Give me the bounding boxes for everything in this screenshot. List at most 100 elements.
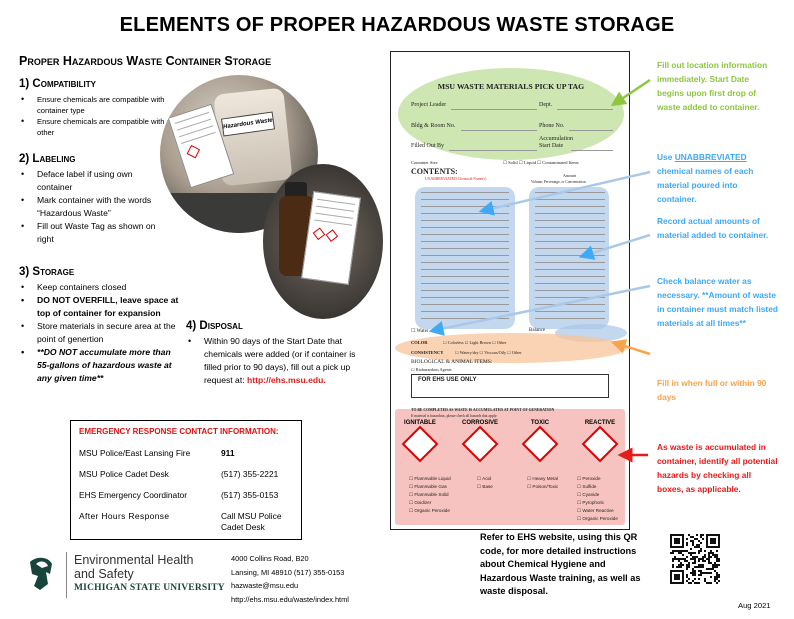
tag-field: Phone No. (539, 123, 565, 129)
tag-field: CONSISTENCY (411, 350, 444, 355)
storage-section: 3) Storage Keep containers closed DO NOT… (19, 266, 183, 385)
amount-row-line (535, 220, 605, 221)
amount-row-line (535, 227, 605, 228)
hazard-column: CORROSIVE (453, 420, 507, 463)
tag-highlights (395, 68, 627, 525)
amount-row-line (535, 318, 605, 319)
hazard-option[interactable]: ☐ Flammable Solid (409, 492, 449, 497)
annotation-names: Use UNABBREVIATED chemical names of each… (657, 150, 777, 206)
ehs-link[interactable]: http://ehs.msu.edu. (247, 375, 326, 385)
contact-label: MSU Police/East Lansing Fire (79, 448, 191, 458)
annotation-fill: Fill in when full or within 90 days (657, 378, 767, 402)
hazard-option[interactable]: ☐ Poison/Toxic (527, 484, 559, 489)
hazard-option[interactable]: ☐ Flammable Liquid (409, 476, 451, 481)
qr-instructions: Refer to EHS website, using this QR code… (480, 532, 641, 596)
compatibility-heading: 1) Compatibility (19, 78, 96, 90)
content-row-line (421, 213, 509, 214)
arrow-location (610, 78, 651, 107)
tag-field: ☐ Colorless ☐ Light Brown ☐ Other (443, 340, 507, 345)
tag-field: BIOLOGICAL & ANIMAL ITEMS: (411, 359, 493, 365)
tag-field: Filled Out By (411, 143, 445, 149)
website-link[interactable]: http://ehs.msu.edu/waste/index.html (231, 594, 349, 604)
disposal-heading: 4) Disposal (186, 320, 243, 332)
content-row-line (421, 318, 509, 319)
list-item: DO NOT OVERFILL, leave space at top of c… (19, 294, 183, 320)
hazard-option[interactable]: ☐ Peroxide (577, 476, 601, 481)
tag-field: ☐ Water (411, 329, 429, 334)
contact-label: EHS Emergency Coordinator (79, 490, 187, 500)
waste-tag: MSU WASTE MATERIALS PICK UP TAG Project … (390, 51, 630, 530)
amount-row-line (535, 262, 605, 263)
hazard-label: TOXIC (530, 420, 550, 426)
hazard-label: IGNITABLE (404, 420, 436, 426)
page-title: ELEMENTS OF PROPER HAZARDOUS WASTE STORA… (119, 14, 675, 36)
spartan-logo-icon (26, 556, 56, 592)
tag-contents: CONTENTS: (411, 167, 458, 176)
amount-row-line (535, 311, 605, 312)
list-item: Ensure chemicals are compatible with con… (19, 94, 184, 116)
arrow-balance (428, 284, 651, 336)
annotation-hazards: As waste is accumulated in container, id… (657, 442, 778, 494)
hazard-option[interactable]: ☐ Oxidizer (409, 500, 432, 505)
contact-value: (517) 355-2221 (221, 469, 279, 479)
hazard-option[interactable]: ☐ Pyrophoric (577, 500, 605, 505)
arrow-amounts (578, 233, 651, 260)
list-item: Store materials in secure area at the po… (19, 320, 183, 346)
hazard-option[interactable]: ☐ Organic Peroxide (409, 508, 450, 513)
ehs-use-label: FOR EHS USE ONLY (418, 377, 477, 383)
compatibility-section: 1) Compatibility Ensure chemicals are co… (19, 78, 184, 138)
list-item: Ensure chemicals are compatible with eac… (19, 116, 184, 138)
content-row-line (421, 262, 509, 263)
labeling-section: 2) Labeling Deface label if using own co… (19, 153, 169, 246)
content-row-line (421, 290, 509, 291)
list-item: Deface label if using own container (19, 168, 169, 194)
hazard-option[interactable]: ☐ Sulfide (577, 484, 597, 489)
content-row-line (421, 255, 509, 256)
tag-title: MSU WASTE MATERIALS PICK UP TAG (437, 82, 585, 91)
hazard-column: IGNITABLE (393, 420, 447, 463)
hazard-option[interactable]: ☐ Heavy Metal (527, 476, 558, 481)
content-row-line (421, 206, 509, 207)
hazard-option[interactable]: ☐ Base (477, 484, 493, 489)
tag-field: Container Size (411, 160, 438, 165)
arrow-names (478, 170, 651, 216)
hazard-label: CORROSIVE (461, 420, 498, 426)
email-link[interactable]: hazwaste@msu.edu (231, 581, 299, 590)
contact-label: MSU Police Cadet Desk (79, 469, 169, 479)
bottle-cap (285, 182, 307, 198)
amount-row-line (535, 234, 605, 235)
content-row-line (421, 248, 509, 249)
hazard-option[interactable]: ☐ Water Reactive (577, 508, 614, 513)
annotation-names-post: chemical names of each material poured i… (657, 166, 754, 204)
amount-row-line (535, 213, 605, 214)
amount-row-line (535, 241, 605, 242)
hazard-option[interactable]: ☐ Acid (477, 476, 492, 481)
annotation-names-pre: Use (657, 152, 675, 162)
bottle-photo (263, 164, 383, 319)
hazard-column: REACTIVE (573, 420, 627, 463)
list-item: Within 90 days of the Start Date that ch… (186, 335, 366, 387)
contact-value: 911 (221, 448, 235, 458)
address-line: Lansing, MI 48910 (517) 355-0153 (231, 567, 345, 577)
amount-row-line (535, 283, 605, 284)
tag-field: Dept. (539, 102, 553, 108)
hazard-option[interactable]: ☐ Flammable Gas (409, 484, 447, 489)
qr-code-icon[interactable] (670, 534, 720, 584)
content-row-line (421, 199, 509, 200)
tag-field: ☐ Watery/dry ☐ Viscous/Oily ☐ Other (455, 350, 522, 355)
storage-heading: 3) Storage (19, 266, 75, 278)
hazard-option[interactable]: ☐ Organic Peroxide (577, 516, 618, 521)
section-subtitle: Proper Hazardous Waste Container Storage (19, 54, 272, 68)
content-row-line (421, 227, 509, 228)
amount-row-line (535, 248, 605, 249)
content-row-line (421, 241, 509, 242)
amount-row-line (535, 304, 605, 305)
hazard-label: REACTIVE (584, 420, 616, 426)
disposal-text: Within 90 days of the Start Date that ch… (204, 336, 356, 385)
list-item: Fill out Waste Tag as shown on right (19, 220, 169, 246)
amount-row-line (535, 269, 605, 270)
emergency-contact-box: EMERGENCY RESPONSE CONTACT INFORMATION: … (70, 420, 302, 540)
tag-field: ☐ Solid ☐ Liquid ☐ Contaminated Items (503, 160, 579, 165)
hazard-option[interactable]: ☐ Cyanide (577, 492, 600, 497)
amount-row-line (535, 276, 605, 277)
